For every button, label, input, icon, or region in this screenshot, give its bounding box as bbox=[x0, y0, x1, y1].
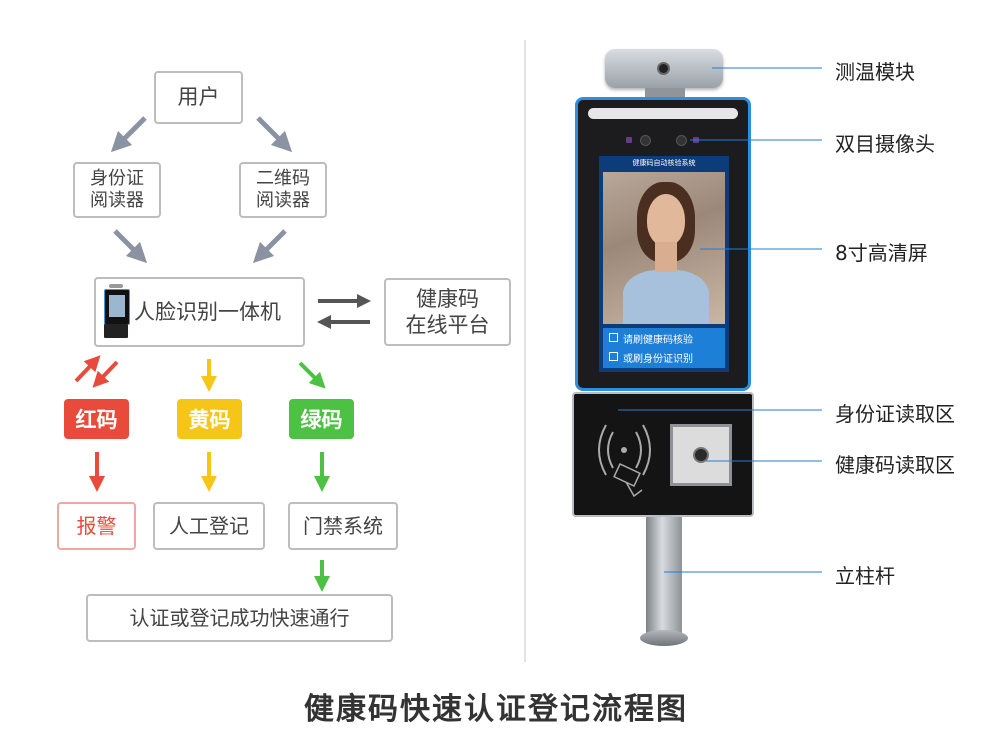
arrow-id-to-machine bbox=[113, 229, 148, 264]
platform-line1: 健康码 bbox=[416, 286, 479, 311]
temperature-sensor-icon bbox=[657, 62, 670, 75]
pass-label: 认证或登记成功快速通行 bbox=[129, 605, 350, 630]
id-reader-line1: 身份证 bbox=[90, 167, 144, 189]
arrow-user-to-id bbox=[110, 116, 147, 153]
callout-qr-reader: 健康码读取区 bbox=[835, 453, 955, 477]
reader-panel bbox=[572, 392, 754, 517]
manual-box: 人工登记 bbox=[153, 502, 265, 550]
nfc-reader-icon bbox=[598, 424, 651, 498]
arrow-red-down bbox=[92, 360, 119, 388]
prompt-panel: 请刷健康码核验 或刷身份证识别 bbox=[603, 328, 725, 368]
camera-lens-left-icon bbox=[640, 135, 651, 146]
user-label: 用户 bbox=[177, 85, 220, 110]
red-code-label: 红码 bbox=[75, 408, 118, 432]
green-code-label: 绿码 bbox=[300, 408, 343, 432]
page-title: 健康码快速认证登记流程图 bbox=[304, 692, 688, 727]
access-box: 门禁系统 bbox=[288, 502, 398, 550]
alarm-label: 报警 bbox=[76, 513, 117, 538]
scan-code-icon bbox=[609, 333, 618, 342]
id-reader-line2: 阅读器 bbox=[90, 190, 144, 211]
prompt-line-2: 或刷身份证识别 bbox=[623, 354, 693, 365]
pole-base bbox=[640, 630, 688, 646]
qr-scanner-window bbox=[670, 424, 732, 486]
camera-lens-right-icon bbox=[676, 135, 687, 146]
platform-line2: 在线平台 bbox=[405, 313, 490, 337]
device-illustration: 健康码自动核验系统 请刷健康码核验 或刷身份证识别 bbox=[560, 40, 770, 660]
yellow-code-label: 黄码 bbox=[188, 408, 231, 432]
user-box: 用户 bbox=[154, 71, 243, 124]
arrow-qr-to-machine bbox=[252, 229, 287, 264]
qr-reader-line1: 二维码 bbox=[256, 167, 310, 189]
mini-device-icon bbox=[104, 284, 130, 340]
platform-box: 健康码 在线平台 bbox=[384, 278, 511, 346]
face-machine-label: 人脸识别一体机 bbox=[134, 299, 281, 324]
callout-pole: 立柱杆 bbox=[835, 564, 895, 588]
alarm-box: 报警 bbox=[57, 502, 136, 550]
scanner-lens-icon bbox=[693, 447, 709, 463]
callout-screen: 8寸高清屏 bbox=[835, 241, 928, 265]
yellow-code-badge: 黄码 bbox=[177, 399, 242, 439]
id-card-icon bbox=[609, 352, 618, 361]
callout-temperature: 测温模块 bbox=[835, 60, 915, 84]
callout-id-reader: 身份证读取区 bbox=[835, 402, 955, 426]
arrow-user-to-qr bbox=[256, 116, 293, 153]
screen-header: 健康码自动核验系统 bbox=[632, 159, 696, 167]
access-label: 门禁系统 bbox=[303, 513, 383, 538]
manual-label: 人工登记 bbox=[169, 513, 249, 538]
green-code-badge: 绿码 bbox=[289, 399, 354, 439]
id-reader-box: 身份证 阅读器 bbox=[73, 162, 161, 218]
callout-camera: 双目摄像头 bbox=[835, 132, 935, 156]
red-code-badge: 红码 bbox=[64, 399, 129, 439]
pole bbox=[646, 517, 682, 637]
arrow-red-up bbox=[74, 355, 101, 383]
pass-box: 认证或登记成功快速通行 bbox=[86, 594, 393, 642]
face-photo bbox=[603, 172, 725, 324]
arrow-machine-to-green bbox=[298, 361, 326, 389]
prompt-line-1: 请刷健康码核验 bbox=[623, 335, 693, 346]
screen-frame: 健康码自动核验系统 请刷健康码核验 或刷身份证识别 bbox=[575, 97, 751, 391]
qr-reader-line2: 阅读器 bbox=[256, 190, 310, 211]
display-screen: 健康码自动核验系统 请刷健康码核验 或刷身份证识别 bbox=[599, 156, 729, 372]
qr-reader-box: 二维码 阅读器 bbox=[239, 162, 327, 218]
temperature-module bbox=[605, 49, 723, 88]
